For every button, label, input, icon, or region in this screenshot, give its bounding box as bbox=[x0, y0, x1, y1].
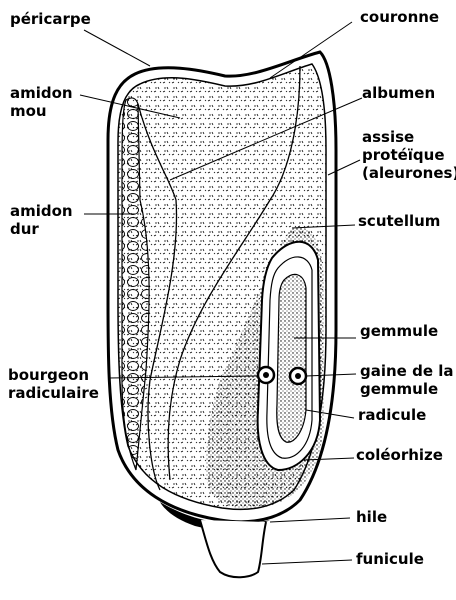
label-coleorhize: coléorhize bbox=[356, 446, 443, 464]
label-scutellum: scutellum bbox=[358, 212, 441, 230]
hard-starch bbox=[121, 97, 150, 471]
label-radicule: radicule bbox=[358, 406, 427, 424]
label-amidon-mou: amidon mou bbox=[10, 84, 73, 120]
albumen-boundary bbox=[137, 103, 178, 491]
soft-starch-boundary bbox=[167, 65, 301, 481]
leader-lines bbox=[79, 21, 363, 565]
funicule bbox=[199, 519, 267, 579]
label-hile: hile bbox=[356, 508, 388, 526]
label-gemmule: gemmule bbox=[360, 322, 439, 340]
label-assise-proteique: assise protéïque (aleurones) bbox=[362, 128, 456, 182]
hile-band bbox=[160, 502, 270, 530]
label-bourgeon-radiculaire: bourgeon radiculaire bbox=[8, 366, 99, 402]
label-funicule: funicule bbox=[356, 550, 424, 568]
label-albumen: albumen bbox=[362, 84, 436, 102]
label-couronne: couronne bbox=[360, 8, 440, 26]
label-gaine-gemmule: gaine de la gemmule bbox=[360, 362, 454, 398]
label-amidon-dur: amidon dur bbox=[10, 202, 73, 238]
label-pericarpe: péricarpe bbox=[10, 10, 91, 28]
